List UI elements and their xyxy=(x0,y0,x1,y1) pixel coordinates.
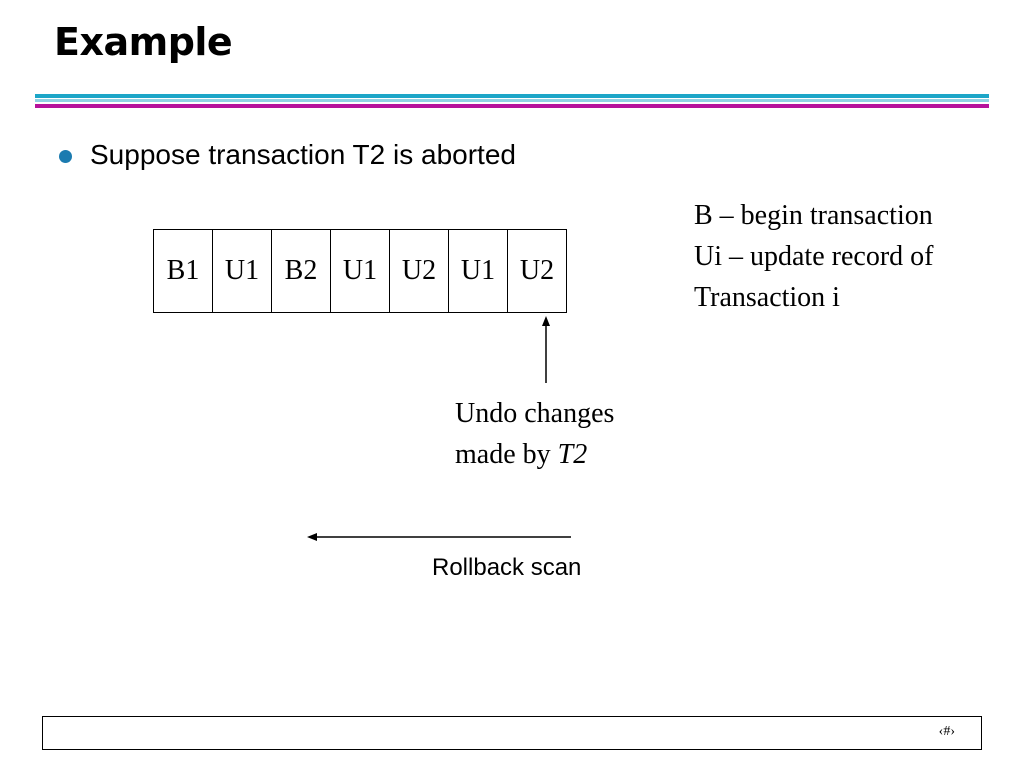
title-rule-light-cyan xyxy=(35,99,989,102)
footer-box: ‹#› xyxy=(42,716,982,750)
legend-line: Transaction i xyxy=(694,282,840,313)
slide-number: ‹#› xyxy=(938,724,955,739)
title-rule-magenta xyxy=(35,104,989,108)
legend: B – begin transaction Ui – update record… xyxy=(694,195,933,318)
log-cell-last: U2 xyxy=(508,229,567,313)
legend-line: Ui – update record of xyxy=(694,241,934,272)
undo-note-prefix: made by xyxy=(455,439,558,470)
log-cell: B1 xyxy=(154,229,213,313)
rollback-scan-label: Rollback scan xyxy=(432,554,582,581)
bullet-dot-icon xyxy=(59,150,72,163)
log-cell: U1 xyxy=(331,229,390,313)
log-record-table: B1 U1 B2 U1 U2 U1 U2 xyxy=(153,229,567,313)
undo-note: Undo changes made by T2 xyxy=(455,393,614,475)
bullet-text: Suppose transaction T2 is aborted xyxy=(90,139,516,170)
rollback-scan-arrowhead xyxy=(307,533,317,541)
slide-title: Example xyxy=(54,20,233,64)
log-cell: U2 xyxy=(390,229,449,313)
log-cell: B2 xyxy=(272,229,331,313)
log-cell: U1 xyxy=(213,229,272,313)
legend-line: B – begin transaction xyxy=(694,200,933,231)
undo-pointer-arrowhead xyxy=(542,316,550,326)
undo-note-line: Undo changes xyxy=(455,398,615,429)
undo-note-transaction: T2 xyxy=(557,439,588,470)
log-cell: U1 xyxy=(449,229,508,313)
undo-note-line: made by T2 xyxy=(455,434,614,475)
title-rule-cyan xyxy=(35,94,989,98)
